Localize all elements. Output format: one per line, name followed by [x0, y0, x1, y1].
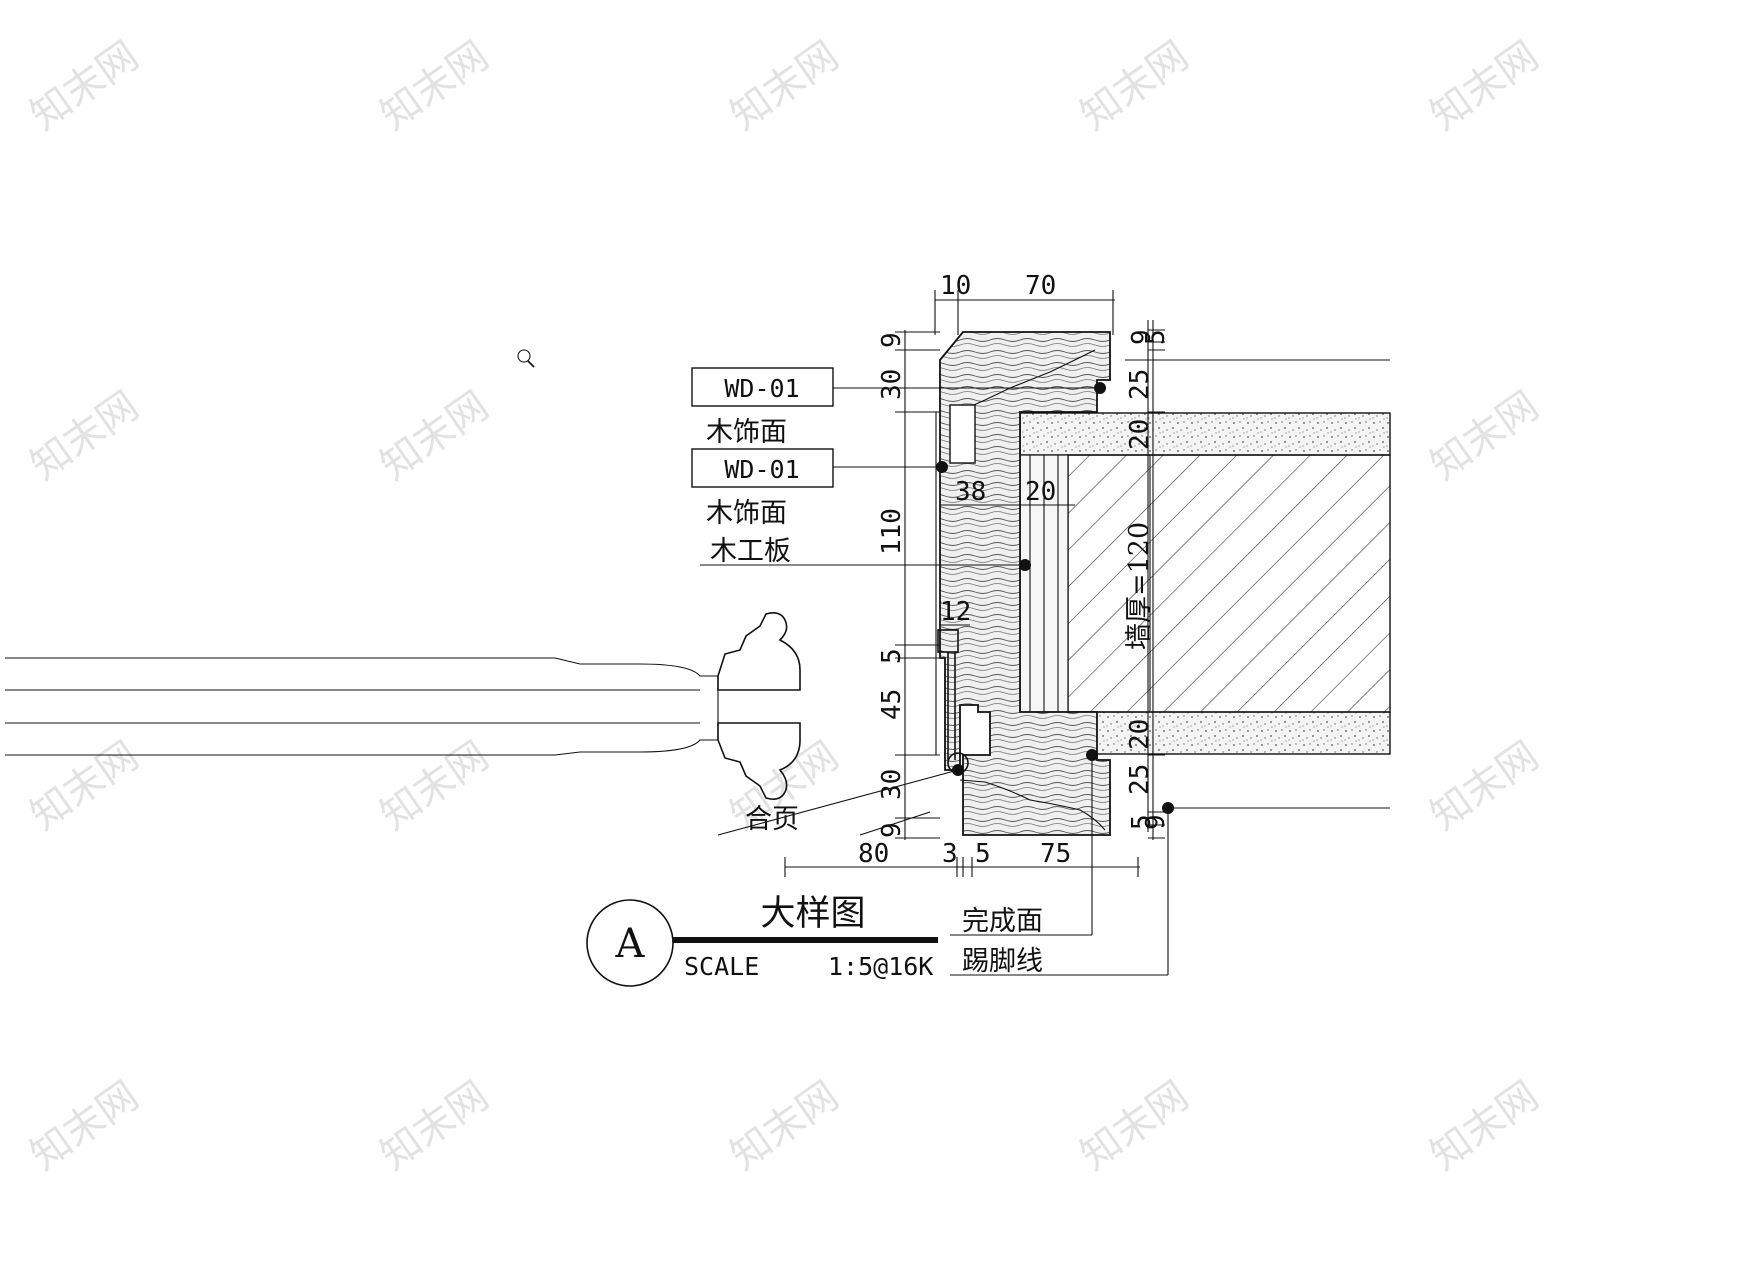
dim-inner-12: 12: [940, 597, 971, 627]
finish-surface-label: 完成面: [962, 906, 1043, 937]
dim-left-9: 9: [877, 332, 907, 348]
dim-bottom-5: 5: [975, 839, 991, 869]
dim-inner-38: 38: [955, 477, 986, 507]
door-handle: [717, 612, 801, 800]
material-label-plywood: 木工板: [710, 536, 791, 567]
dim-bottom-3: 3: [942, 839, 958, 869]
watermark: 知末网: [22, 1073, 147, 1180]
dim-top-70: 70: [1025, 271, 1056, 301]
watermark: 知末网: [1422, 733, 1547, 840]
watermark: 知末网: [22, 33, 147, 140]
dim-right-9b: 9: [1141, 814, 1171, 830]
dim-right-5: 5: [1141, 329, 1171, 345]
scale-value: 1:5@16K: [828, 952, 933, 981]
watermark: 知末网: [1422, 1073, 1547, 1180]
wall-core: [1067, 454, 1391, 713]
watermark: 知末网: [22, 733, 147, 840]
dim-inner-20: 20: [1025, 477, 1056, 507]
material-label-upper: 木饰面: [706, 417, 787, 448]
dim-bottom-75: 75: [1040, 839, 1071, 869]
title-block: A 大样图 SCALE 1:5@16K: [586, 894, 938, 987]
material-label-lower: 木饰面: [706, 498, 787, 529]
dim-left-9b: 9: [877, 822, 907, 838]
dim-right-25b: 25: [1125, 764, 1155, 795]
detail-title: 大样图: [760, 894, 865, 934]
dim-left-30: 30: [877, 369, 907, 400]
wall-thickness-label: 墙厚=120: [1124, 522, 1155, 650]
dim-left-110: 110: [877, 508, 907, 555]
watermark: 知末网: [372, 33, 497, 140]
wall-section: [1019, 412, 1391, 755]
leader-lines: [700, 359, 1390, 976]
finish-layer-top: [1019, 412, 1391, 456]
magnifier-icon: [517, 349, 535, 368]
hinge-label: 合页: [745, 804, 799, 835]
skirting-label: 踢脚线: [962, 946, 1043, 977]
watermark: 知末网: [1422, 33, 1547, 140]
tag-box-wd01-upper: [691, 367, 834, 407]
watermark: 知末网: [372, 733, 497, 840]
dim-right-25: 25: [1125, 369, 1155, 400]
dim-left-5: 5: [877, 648, 907, 664]
watermark: 知末网: [722, 33, 847, 140]
dim-bottom-80: 80: [858, 839, 889, 869]
detail-bubble-label: A: [615, 921, 646, 967]
dim-left-30b: 30: [877, 769, 907, 800]
watermark: 知末网: [1072, 1073, 1197, 1180]
dim-right-20b: 20: [1125, 719, 1155, 750]
watermark: 知末网: [22, 383, 147, 490]
dimension-texts: 10 70 9 30 110 5 45 30 9 9 5 25 20 20 25…: [858, 271, 1171, 869]
watermark: 知末网: [722, 1073, 847, 1180]
dimension-lines: [784, 290, 1165, 877]
dim-left-45: 45: [877, 689, 907, 720]
material-tag-lower: WD-01: [724, 455, 799, 484]
dim-right-20: 20: [1125, 419, 1155, 450]
watermark: 知末网: [1072, 33, 1197, 140]
dim-top-10: 10: [940, 271, 971, 301]
watermark: 知末网: [372, 383, 497, 490]
dim-right-9: 9: [1127, 329, 1157, 345]
dim-right-5b: 5: [1127, 814, 1157, 830]
door-leaf: [5, 657, 719, 756]
tag-box-wd01-lower: [691, 448, 834, 488]
scale-label: SCALE: [684, 952, 759, 981]
frame-rebate: [949, 404, 976, 464]
material-tag-upper: WD-01: [724, 374, 799, 403]
watermark: 知末网: [1422, 383, 1547, 490]
watermark: 知末网: [372, 1073, 497, 1180]
